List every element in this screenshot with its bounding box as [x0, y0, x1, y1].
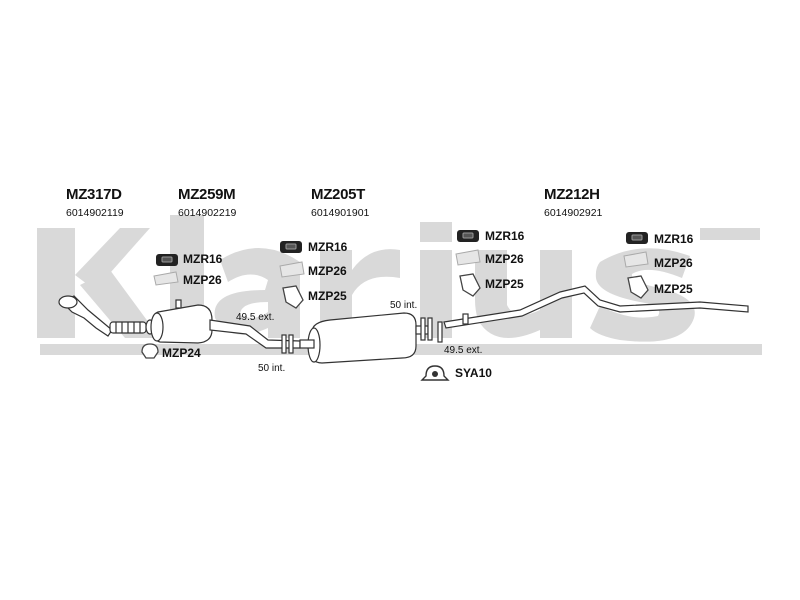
part-number: 6014902219: [178, 207, 237, 219]
fitting-label: MZP26: [654, 256, 693, 270]
fitting-label: MZP25: [654, 282, 693, 296]
mounting-pad-icon: [623, 251, 649, 268]
fitting-label: MZR16: [654, 232, 694, 246]
part-code: MZ317D: [66, 186, 122, 203]
fitting-label: MZR16: [183, 252, 223, 266]
clamp-icon: [141, 343, 159, 359]
bracket-icon: [627, 275, 649, 299]
fitting-label: MZP25: [485, 277, 524, 291]
dimension-label: 50 int.: [258, 363, 286, 374]
part-number: 6014901901: [311, 207, 370, 219]
fitting-label: MZP26: [183, 273, 222, 287]
mounting-pad-icon: [455, 249, 481, 266]
mounting-pad-icon: [279, 261, 305, 278]
bracket-icon: [282, 285, 304, 309]
part-code: MZ205T: [311, 186, 366, 203]
dimension-label: 49.5 ext.: [236, 312, 275, 323]
fitting-label: MZR16: [308, 240, 348, 254]
part-number: 6014902119: [66, 207, 124, 219]
part-number: 6014902921: [544, 207, 603, 219]
rubber-hanger-icons: [156, 230, 648, 266]
bracket-icon: [459, 273, 481, 297]
tail-pipe: [443, 285, 749, 329]
fitting-label: MZP26: [485, 252, 524, 266]
sya-clamp-icon: [420, 365, 450, 381]
part-code: MZ259M: [178, 186, 236, 203]
clamp-label: SYA10: [455, 366, 492, 380]
mounting-pad-icons: [153, 249, 649, 286]
centre-silencer-body: [309, 312, 417, 364]
front-flange: [58, 295, 78, 309]
fitting-label: MZP24: [162, 346, 201, 360]
fitting-label: MZP26: [308, 264, 347, 278]
mounting-pad-icon: [153, 271, 179, 286]
fitting-label: MZP25: [308, 289, 347, 303]
bracket-icons: [282, 273, 649, 309]
fitting-label: MZR16: [485, 229, 525, 243]
dimension-label: 50 int.: [390, 300, 418, 311]
dimension-label: 49.5 ext.: [444, 345, 483, 356]
part-code: MZ212H: [544, 186, 600, 203]
